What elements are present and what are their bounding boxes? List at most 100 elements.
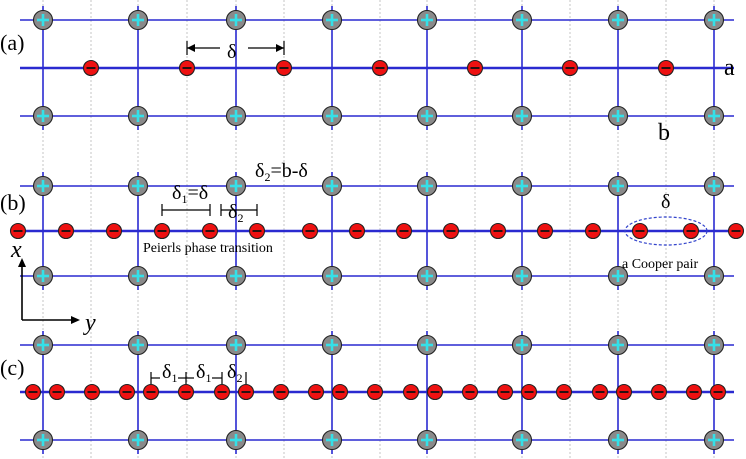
plus-ion-icon — [607, 105, 629, 127]
plus-ion-icon — [225, 265, 247, 287]
minus-electron-icon — [307, 383, 325, 401]
d1b-sub: 1 — [205, 371, 211, 385]
minus-electron-icon — [631, 222, 649, 240]
d2-main: δ — [227, 361, 236, 383]
plus-ion-icon — [511, 265, 533, 287]
plus-ion-icon — [511, 334, 533, 356]
delta2-eq-sub: 2 — [264, 170, 270, 184]
delta2-label-b: δ2 — [228, 201, 243, 225]
minus-electron-icon — [685, 383, 703, 401]
plus-ion-icon — [321, 175, 343, 197]
minus-electron-icon — [395, 222, 413, 240]
minus-electron-icon — [371, 59, 389, 77]
electron-layer — [9, 59, 745, 401]
minus-electron-icon — [83, 383, 101, 401]
plus-ion-icon — [321, 429, 343, 451]
annotation-layer — [18, 41, 708, 384]
plus-ion-icon — [607, 9, 629, 31]
delta1-sub: 1 — [181, 192, 187, 206]
plus-ion-icon — [32, 9, 54, 31]
plus-ion-icon — [416, 334, 438, 356]
plus-ion-icon — [511, 175, 533, 197]
delta1-label-c-first: δ1 — [162, 361, 177, 385]
plus-ion-icon — [32, 105, 54, 127]
plus-ion-icon — [127, 175, 149, 197]
d2-sub: 2 — [236, 371, 242, 385]
minus-electron-icon — [402, 383, 420, 401]
minus-electron-icon — [709, 383, 727, 401]
plus-ion-icon — [607, 429, 629, 451]
plus-ion-icon — [32, 429, 54, 451]
minus-electron-icon — [561, 59, 579, 77]
plus-ion-icon — [416, 429, 438, 451]
minus-electron-icon — [118, 383, 136, 401]
minus-electron-icon — [213, 383, 231, 401]
minus-electron-icon — [727, 222, 745, 240]
minus-electron-icon — [657, 59, 675, 77]
plus-ion-icon — [225, 334, 247, 356]
peierls-label: Peierls phase transition — [143, 241, 273, 256]
plus-ion-icon — [607, 265, 629, 287]
x-axis-label: x — [10, 237, 22, 263]
cooper-pair-ellipse — [624, 216, 708, 246]
minus-electron-icon — [466, 59, 484, 77]
plus-ion-icon — [127, 9, 149, 31]
line-label-a: a — [724, 55, 735, 81]
plus-ion-icon — [225, 105, 247, 127]
minus-electron-icon — [24, 383, 42, 401]
delta1-rest: =δ — [187, 182, 208, 204]
plus-ion-icon — [32, 175, 54, 197]
plus-ion-icon — [321, 9, 343, 31]
plus-ion-icon — [511, 105, 533, 127]
plus-ion-icon — [127, 334, 149, 356]
plus-ion-icon — [703, 105, 725, 127]
minus-electron-icon — [48, 383, 66, 401]
plus-ion-icon — [321, 265, 343, 287]
plus-ion-icon — [127, 429, 149, 451]
d1b-main: δ — [196, 361, 205, 383]
plus-ion-icon — [225, 429, 247, 451]
plus-ion-icon — [225, 175, 247, 197]
plus-ion-icon — [32, 334, 54, 356]
plus-ion-icon — [416, 9, 438, 31]
plus-ion-icon — [321, 334, 343, 356]
plus-ion-icon — [703, 265, 725, 287]
delta-label-a: δ — [227, 41, 236, 63]
minus-electron-icon — [682, 222, 700, 240]
minus-electron-icon — [82, 59, 100, 77]
d1a-sub: 1 — [171, 371, 177, 385]
arrowhead-left-icon — [187, 44, 195, 52]
minus-electron-icon — [201, 222, 219, 240]
plus-ion-icon — [607, 175, 629, 197]
y-axis-arrowhead-icon — [71, 316, 80, 324]
minus-electron-icon — [248, 222, 266, 240]
plus-ion-icon — [703, 9, 725, 31]
plus-ion-icon — [703, 429, 725, 451]
plus-ion-icon — [416, 175, 438, 197]
delta1-main: δ — [172, 182, 181, 204]
minus-electron-icon — [331, 383, 349, 401]
plus-ion-icon — [703, 175, 725, 197]
delta2-main: δ — [228, 201, 237, 223]
minus-electron-icon — [142, 383, 160, 401]
delta1-equation: δ1=δ — [172, 182, 208, 206]
minus-electron-icon — [615, 383, 633, 401]
plus-ion-icon — [416, 265, 438, 287]
minus-electron-icon — [57, 222, 75, 240]
minus-electron-icon — [442, 222, 460, 240]
minus-electron-icon — [536, 222, 554, 240]
y-axis-label: y — [83, 310, 96, 336]
delta2-eq-main: δ — [255, 160, 264, 182]
plus-ion-icon — [416, 105, 438, 127]
minus-electron-icon — [426, 383, 444, 401]
minus-electron-icon — [272, 383, 290, 401]
panel-label-c: (c) — [0, 355, 24, 380]
plus-ion-icon — [127, 105, 149, 127]
minus-electron-icon — [348, 222, 366, 240]
minus-electron-icon — [105, 222, 123, 240]
minus-electron-icon — [591, 383, 609, 401]
delta1-label-c-second: δ1 — [196, 361, 211, 385]
minus-electron-icon — [301, 222, 319, 240]
minus-electron-icon — [237, 383, 255, 401]
plus-ion-icon — [511, 9, 533, 31]
